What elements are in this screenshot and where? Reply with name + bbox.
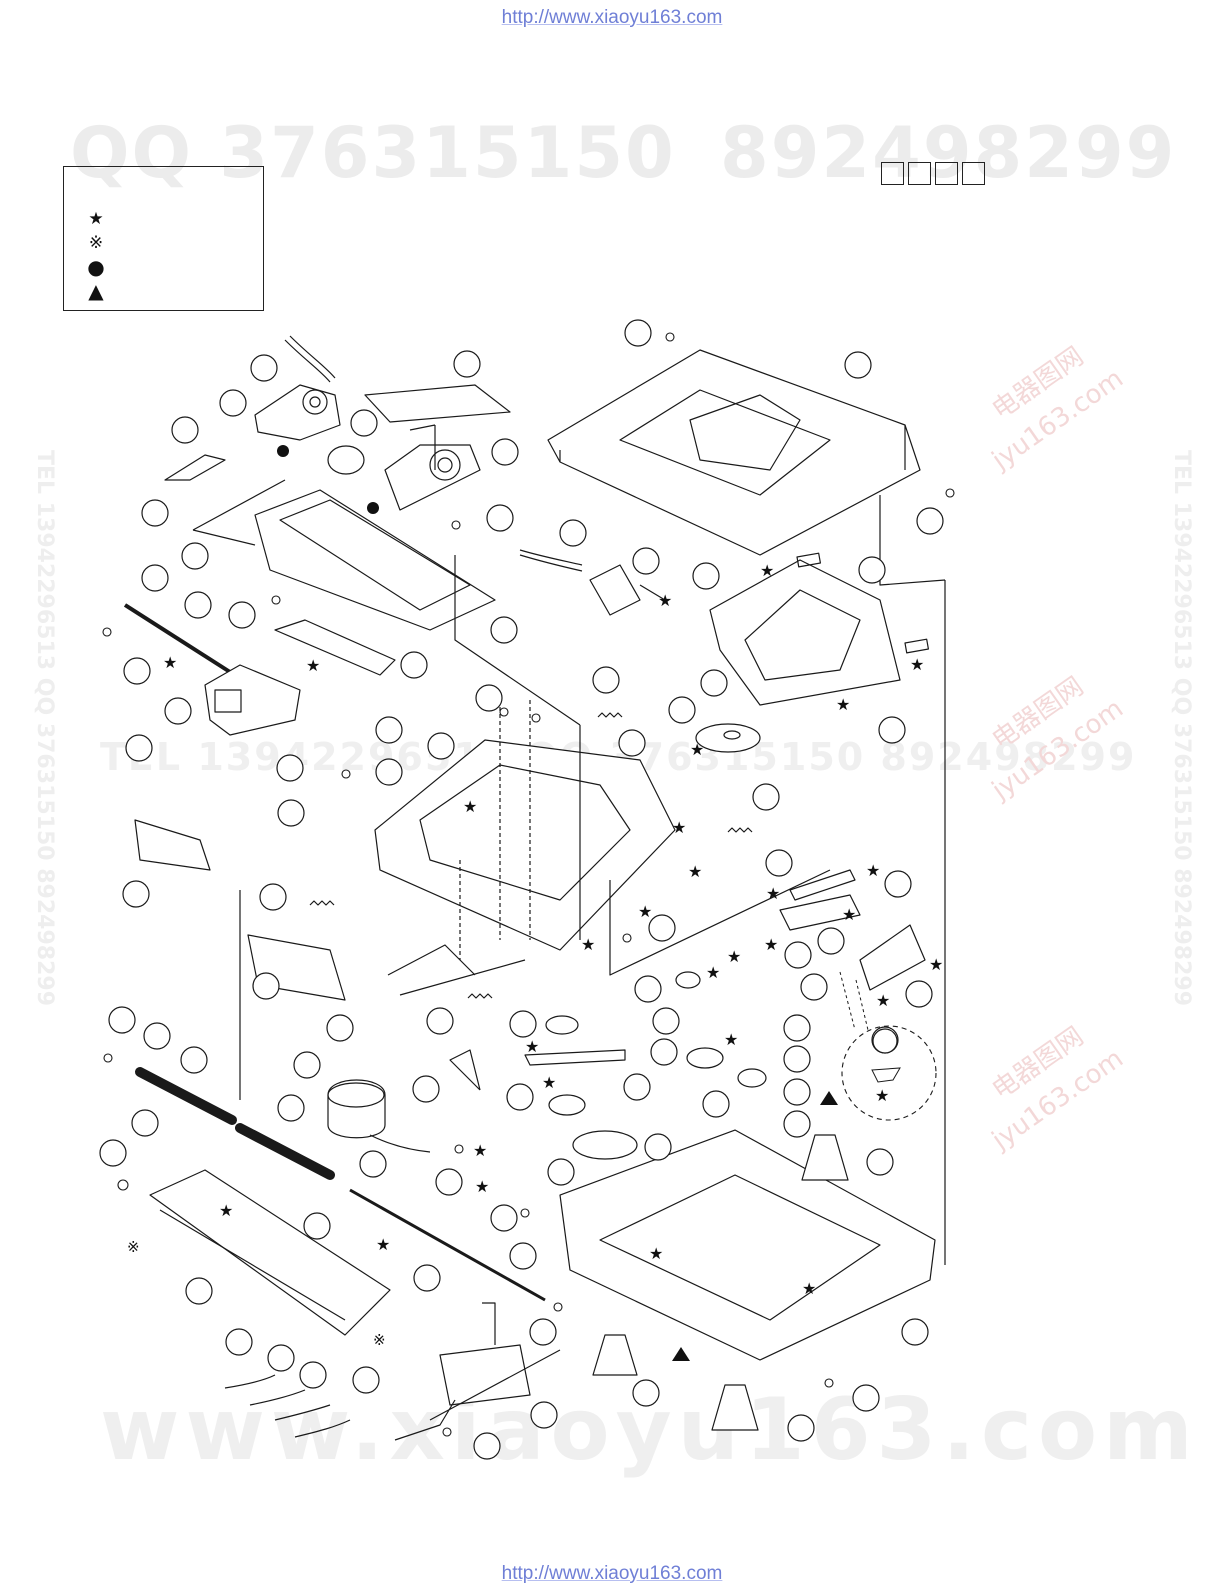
gear: [545, 1015, 579, 1035]
star-marker: ★: [649, 1244, 663, 1263]
star-marker: ★: [724, 1030, 738, 1049]
source-url-bottom[interactable]: http://www.xiaoyu163.com: [501, 1563, 723, 1584]
page-code-boxes: [881, 162, 985, 185]
rubber-foot: [592, 1334, 638, 1376]
star-marker: ★: [658, 591, 672, 610]
spring: [597, 712, 623, 718]
gear: [572, 1130, 638, 1160]
gear: [548, 1094, 586, 1116]
main-chassis: [374, 739, 676, 951]
code-box: [881, 162, 904, 185]
star-marker: ★: [766, 884, 780, 903]
detail-callout: [841, 1025, 937, 1121]
star-marker: ★: [727, 947, 741, 966]
star-marker: ★: [910, 655, 924, 674]
triangle-marker: [672, 1347, 690, 1361]
star-marker: ★: [866, 861, 880, 880]
drive-belt: [327, 445, 365, 475]
rubber-foot: [711, 1384, 759, 1431]
reference-callout: [872, 1028, 898, 1054]
traverse-base: [254, 489, 496, 631]
watermark-qq: QQ 376315150: [70, 112, 676, 194]
roller-shaft: [349, 1188, 546, 1302]
star-marker: ★: [306, 656, 320, 675]
ref-marker: ※: [373, 1331, 386, 1349]
loading-motor: [327, 1079, 386, 1139]
code-box: [908, 162, 931, 185]
dot-marker: [367, 502, 379, 514]
star-marker: ★: [376, 1235, 390, 1254]
spindle-motor: [589, 564, 641, 616]
star-marker: ★: [463, 797, 477, 816]
front-tray: [149, 1169, 391, 1336]
spring: [727, 827, 753, 833]
gear-mechanism-top: [254, 384, 341, 441]
spring: [309, 900, 335, 906]
watermark-side-right: TEL 13942296513 QQ 376315150 892498299: [1169, 450, 1194, 1006]
rack-bar: [364, 384, 511, 423]
gear: [675, 971, 701, 989]
code-box: [962, 162, 985, 185]
legend-dot-symbol: ●: [87, 255, 105, 279]
slide-cam: [789, 869, 856, 901]
gear: [686, 1047, 724, 1069]
side-bracket: [134, 819, 211, 871]
star-marker: ★: [760, 561, 774, 580]
star-marker: ★: [842, 905, 856, 924]
star-marker: ★: [473, 1141, 487, 1160]
star-marker: ★: [836, 695, 850, 714]
top-cover-plate: [547, 349, 921, 556]
star-marker: ★: [672, 818, 686, 837]
slide-cam-lower: [779, 894, 861, 931]
roller: [235, 1123, 335, 1180]
star-marker: ★: [802, 1279, 816, 1298]
lever-arm: [164, 454, 226, 481]
star-marker: ★: [688, 862, 702, 881]
star-marker: ★: [706, 963, 720, 982]
star-marker: ★: [163, 653, 177, 672]
loader-cover: [709, 559, 901, 706]
watermark-side-left: TEL 13942296513 QQ 376315150 892498299: [32, 450, 57, 1006]
bracket-plate: [859, 924, 926, 991]
star-markers: ★ ★ ★ ★ ★ ★ ★ ★ ★ ★ ★ ★ ★ ★ ★ ★ ★ ★ ★ ★ …: [163, 561, 943, 1298]
star-marker: ★: [876, 991, 890, 1010]
star-marker: ★: [581, 935, 595, 954]
guide-shaft: [123, 603, 232, 674]
legend-ref-symbol: ※: [88, 233, 104, 253]
rubber-foot: [801, 1134, 849, 1181]
gear-plate: [384, 444, 481, 511]
screws: [102, 332, 955, 1437]
legend-star-symbol: ★: [88, 209, 104, 229]
reference-callouts: [99, 319, 944, 1460]
star-marker: ★: [764, 935, 778, 954]
star-marker: ★: [875, 1086, 889, 1105]
roller: [135, 1067, 237, 1125]
star-marker: ★: [525, 1037, 539, 1056]
optical-pickup: [204, 664, 301, 736]
gear: [737, 1068, 767, 1088]
source-url-top[interactable]: http://www.xiaoyu163.com: [501, 7, 723, 28]
star-marker: ★: [542, 1073, 556, 1092]
star-marker: ★: [638, 902, 652, 921]
ref-marker: ※: [127, 1238, 140, 1256]
legend-triangle-symbol: ▲: [88, 279, 104, 303]
sled-gear: [274, 619, 396, 676]
star-marker: ★: [219, 1201, 233, 1220]
star-marker: ★: [690, 740, 704, 759]
cam-lever: [524, 1049, 626, 1066]
triangle-marker: [820, 1091, 838, 1105]
spring: [467, 993, 493, 999]
bottom-chassis: [559, 1129, 936, 1361]
symbol-legend: ★ ※ ● ▲: [63, 166, 264, 311]
watermark-qq-second: 892498299: [720, 112, 1177, 194]
dot-marker: [277, 445, 289, 457]
star-marker: ★: [475, 1177, 489, 1196]
flex-cable: [439, 1344, 531, 1406]
star-marker: ★: [929, 955, 943, 974]
code-box: [935, 162, 958, 185]
